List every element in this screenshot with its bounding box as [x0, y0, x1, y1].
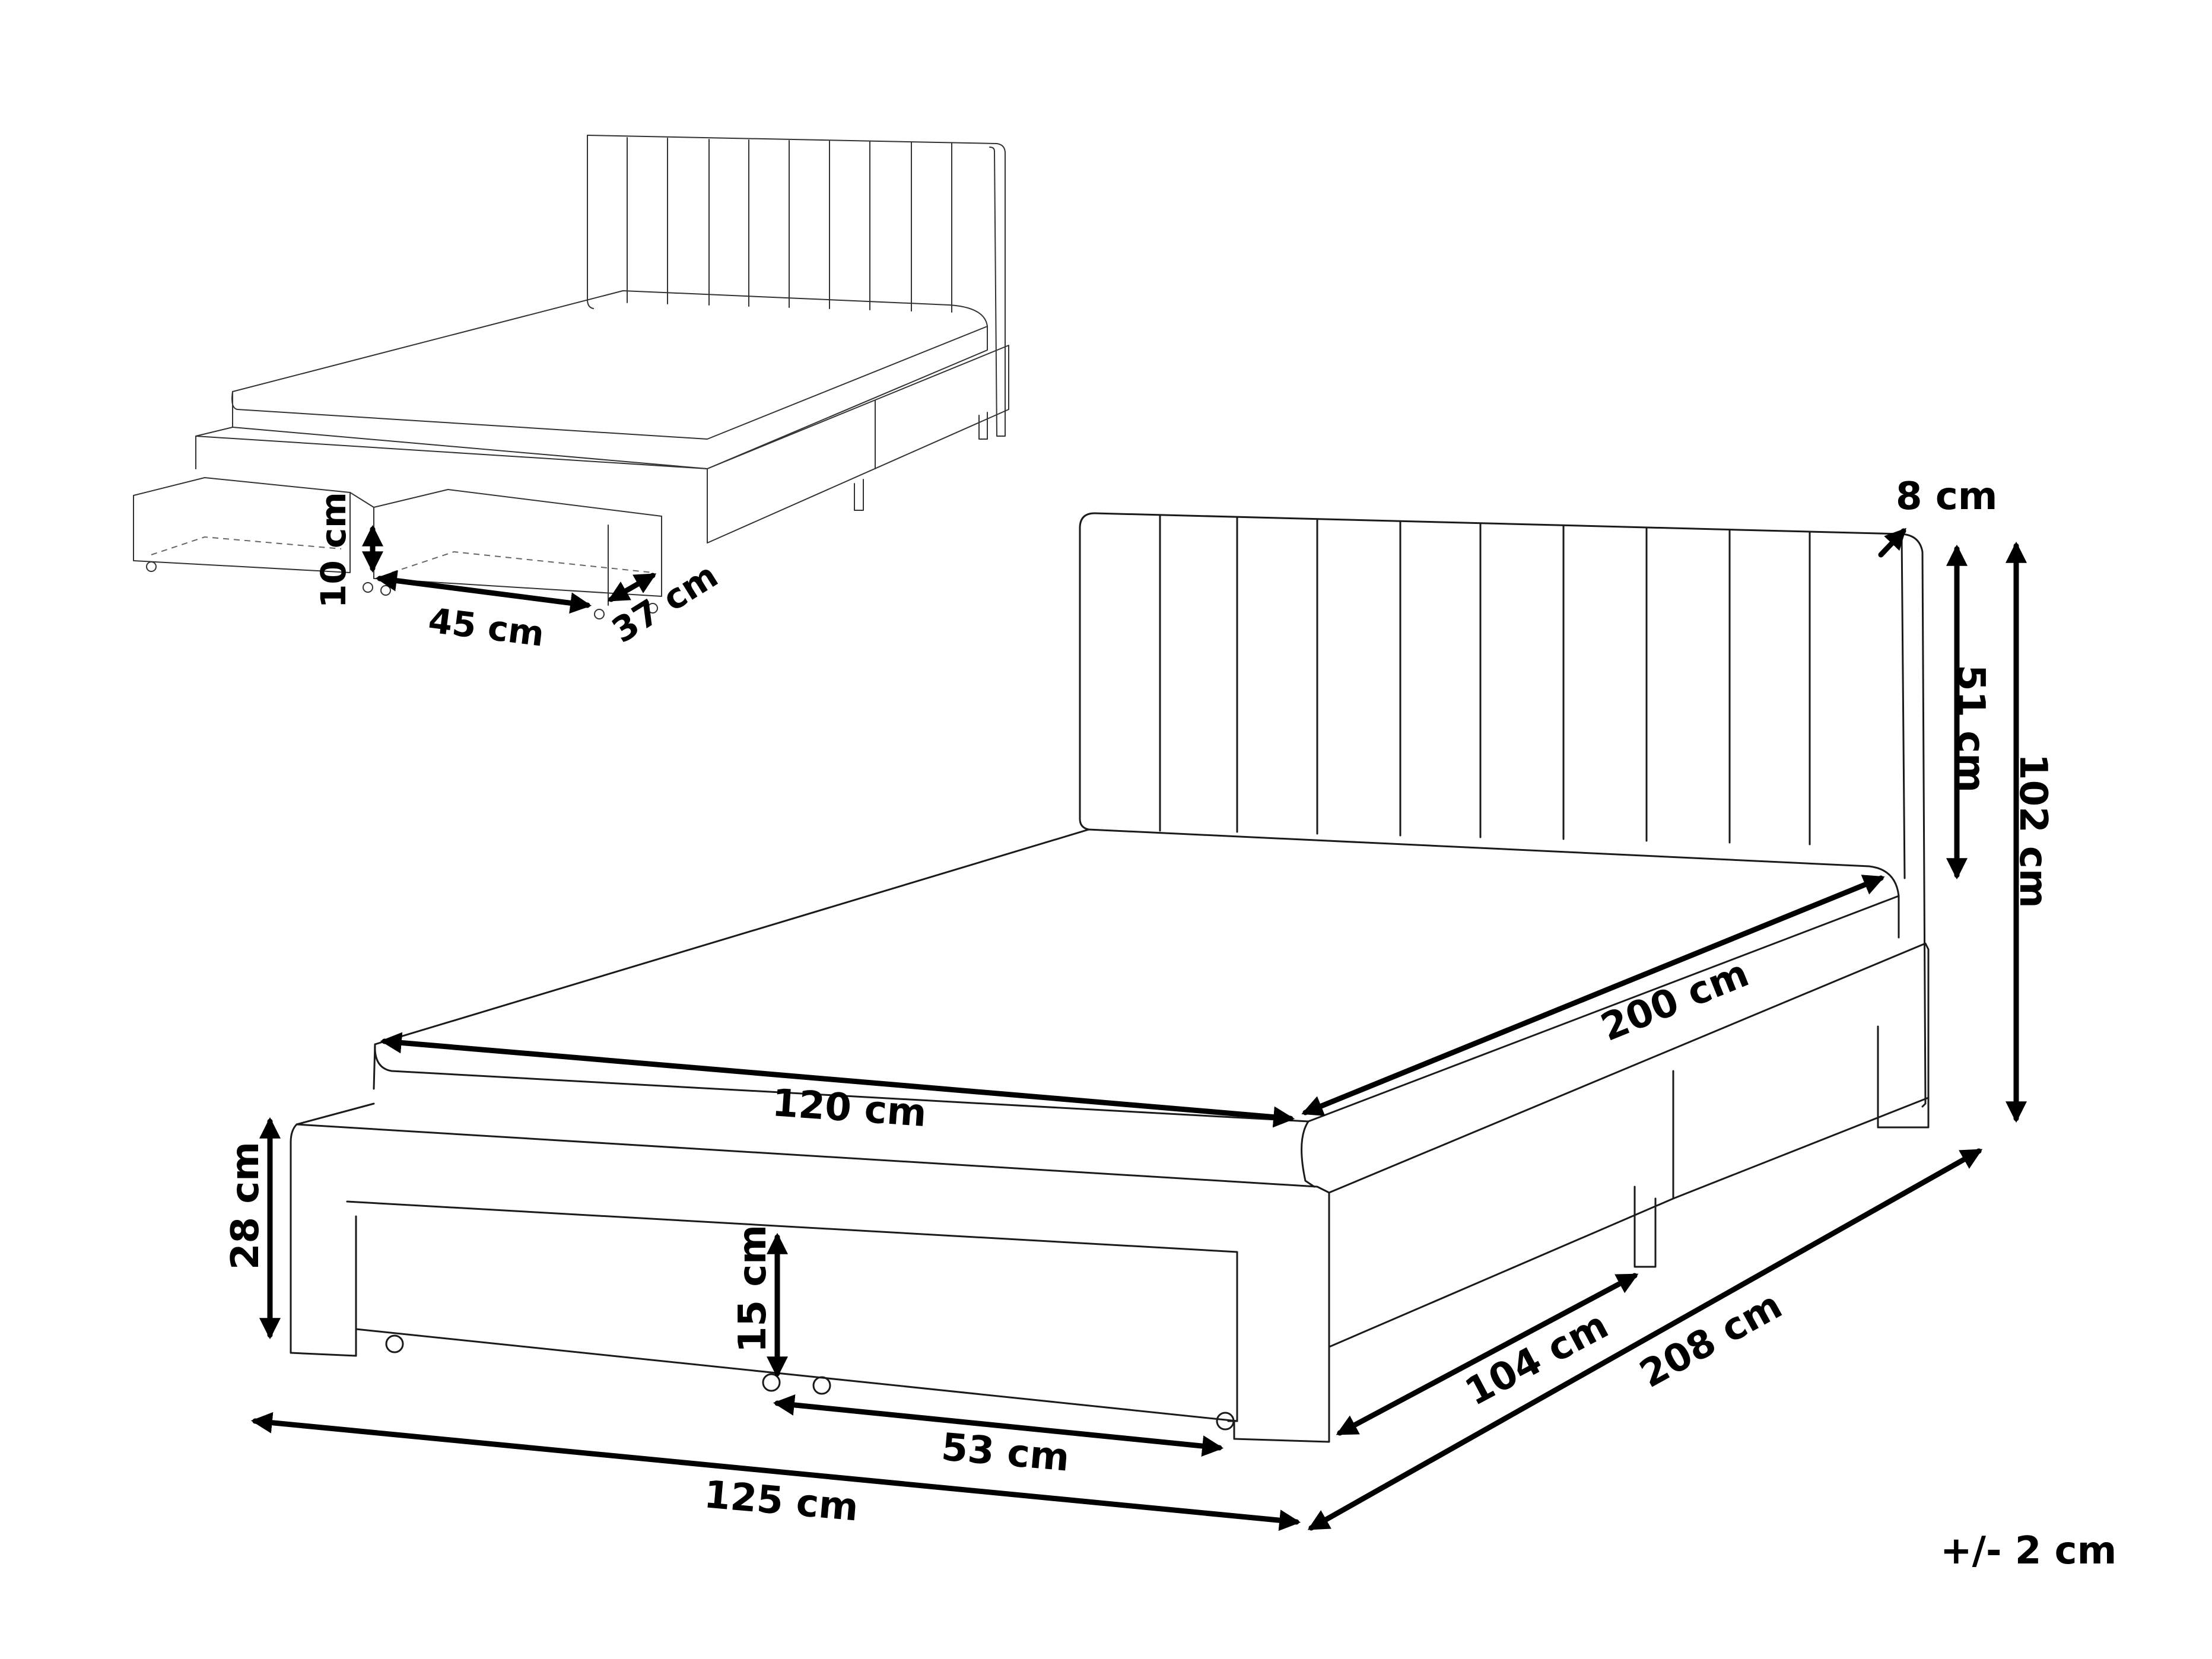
label-mattress-width: 120 cm — [771, 1081, 928, 1136]
small-headboard-channels — [627, 137, 952, 313]
label-headboard-height: 51 cm — [1949, 665, 1992, 793]
label-frame-height: 28 cm — [224, 1142, 268, 1270]
small-bed-illustration — [133, 135, 1009, 619]
label-drawer-height: 15 cm — [731, 1225, 775, 1353]
label-tolerance: +/- 2 cm — [1940, 1529, 2116, 1573]
headboard-channels — [1159, 514, 1811, 846]
label-mattress-length: 200 cm — [1595, 952, 1755, 1050]
label-total-width: 125 cm — [703, 1473, 860, 1530]
label-total-height: 102 cm — [2011, 754, 2055, 908]
label-drawer-width: 53 cm — [940, 1425, 1072, 1480]
label-drawer-inner-width: 45 cm — [426, 600, 546, 654]
label-headboard-thickness: 8 cm — [1896, 475, 1997, 519]
label-drawer-inner-height: 10 cm — [313, 492, 354, 608]
small-dimension-arrows — [362, 525, 657, 614]
dimension-arrows — [250, 527, 2027, 1531]
